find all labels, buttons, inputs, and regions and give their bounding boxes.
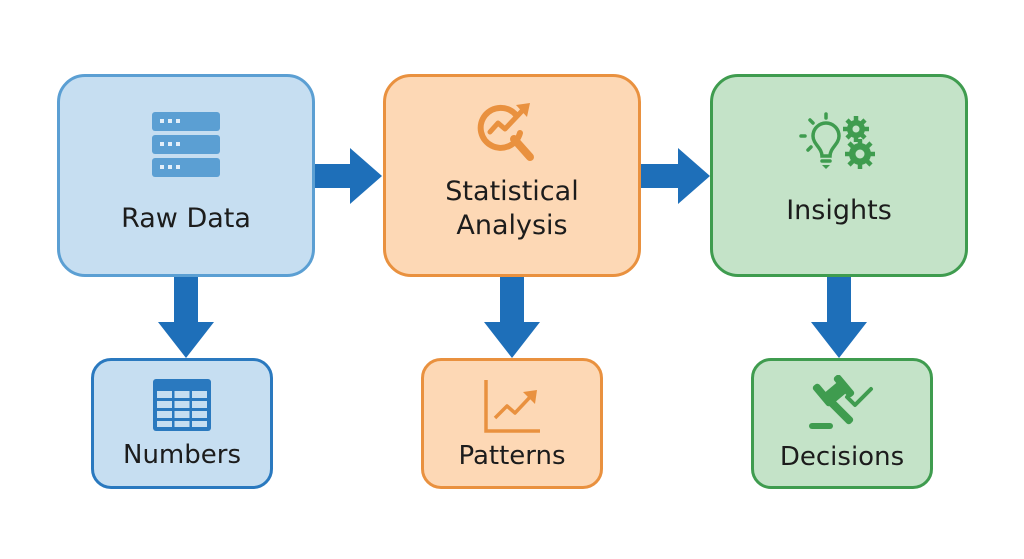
node-label: Decisions	[779, 442, 905, 473]
node-label-line1: Statistical	[445, 175, 579, 207]
arrow-raw-to-numbers	[158, 276, 214, 358]
node-statistical-analysis: Statistical Analysis	[383, 74, 641, 277]
trend-chart-icon	[484, 380, 540, 433]
magnifier-chart-icon	[477, 102, 534, 161]
node-numbers: Numbers	[91, 358, 273, 489]
arrow-raw-to-analysis	[314, 148, 382, 204]
node-raw-data: Raw Data	[57, 74, 315, 277]
node-label: Numbers	[123, 440, 241, 471]
node-label: Insights	[786, 194, 892, 226]
gavel-check-icon	[809, 375, 873, 430]
node-decisions: Decisions	[751, 358, 933, 489]
lightbulb-gears-icon	[799, 111, 875, 169]
arrow-analysis-to-patterns	[484, 276, 540, 358]
arrow-analysis-to-insights	[640, 148, 710, 204]
table-grid-icon	[153, 379, 211, 432]
node-label: Statistical Analysis	[445, 175, 578, 243]
node-label: Raw Data	[121, 202, 251, 234]
node-label: Patterns	[458, 441, 566, 472]
node-label-line2: Analysis	[456, 209, 568, 241]
database-server-icon	[152, 111, 220, 177]
arrow-insights-to-decisions	[811, 276, 867, 358]
node-insights: Insights	[710, 74, 968, 277]
node-patterns: Patterns	[421, 358, 603, 489]
